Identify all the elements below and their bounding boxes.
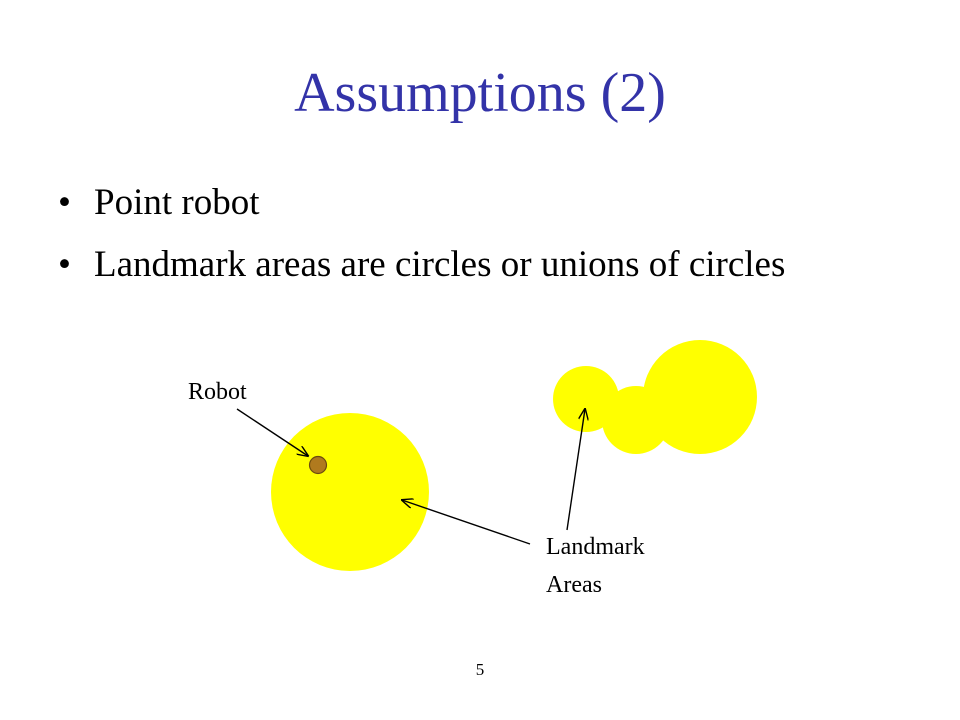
landmark-arrow-single (402, 500, 531, 545)
bullet-text: Point robot (94, 182, 260, 223)
landmark-label-line1: Landmark (546, 534, 645, 560)
landmark-circle-union-large (643, 340, 757, 454)
bullet-dot: • (58, 182, 71, 223)
landmark-circle-single (271, 413, 429, 571)
bullet-list: • Point robot • Landmark areas are circl… (58, 176, 785, 300)
robot-arrow (236, 408, 308, 456)
bullet-item: • Landmark areas are circles or unions o… (58, 238, 785, 300)
bullet-item: • Point robot (58, 176, 785, 238)
landmark-label-line2: Areas (546, 572, 602, 598)
page-number: 5 (475, 660, 485, 679)
robot-label: Robot (188, 379, 247, 405)
slide-title: Assumptions (2) (294, 62, 666, 124)
bullet-dot: • (58, 244, 71, 285)
bullet-text: Landmark areas are circles or unions of … (94, 244, 786, 285)
robot-point (308, 455, 328, 475)
landmark-arrow-union (566, 409, 585, 531)
